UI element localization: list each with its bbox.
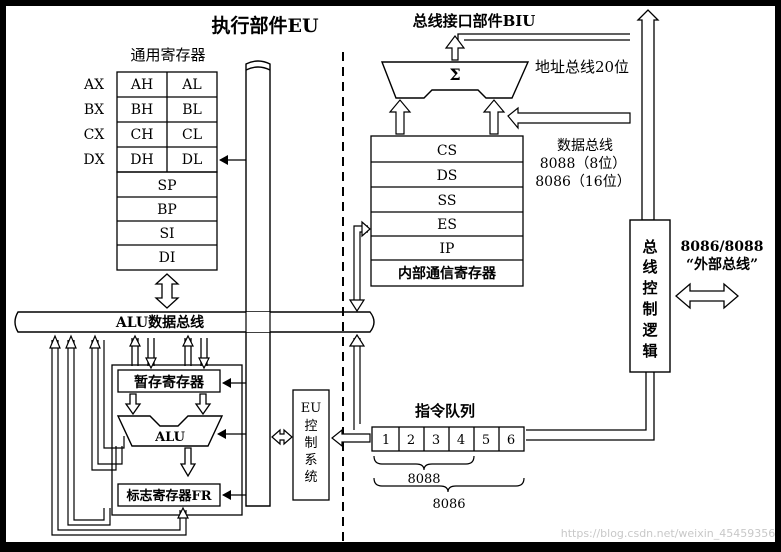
biu-title: 总线接口部件BIU bbox=[413, 12, 536, 30]
seg-ds: DS bbox=[437, 168, 458, 184]
bus-eu-control-arrow bbox=[271, 428, 293, 446]
alu-to-flags-arrow bbox=[179, 447, 197, 478]
general-register-table bbox=[116, 71, 218, 271]
queue-cell-3: 3 bbox=[432, 433, 440, 448]
bus-control-text-5: 辑 bbox=[642, 342, 657, 360]
bus-to-temp-arrowheads bbox=[129, 334, 210, 370]
feedback-arrowheads bbox=[49, 334, 189, 519]
reg-dh: DH bbox=[130, 152, 153, 168]
alu-label: ALU bbox=[154, 430, 186, 445]
address-adder bbox=[380, 61, 530, 99]
seg-ss: SS bbox=[438, 193, 457, 209]
temp-register-label: 暂存寄存器 bbox=[134, 374, 205, 391]
data-bus-label-0: 数据总线 bbox=[557, 138, 613, 154]
eu-control-text-2: 制 bbox=[304, 436, 317, 451]
queue-8088-label: 8088 bbox=[407, 472, 440, 487]
queue-cell-2: 2 bbox=[407, 433, 415, 448]
reg-cl: CL bbox=[182, 127, 202, 143]
flags-register-box bbox=[117, 483, 221, 507]
queue-8086-label: 8086 bbox=[432, 497, 465, 512]
bus-control-box bbox=[629, 219, 671, 373]
eu-title: 执行部件EU bbox=[211, 14, 318, 37]
segment-register-stack bbox=[370, 135, 524, 287]
adder-sigma: Σ bbox=[449, 65, 460, 84]
alu-data-bus bbox=[14, 311, 375, 333]
eu-internal-bus-vertical bbox=[245, 60, 271, 507]
watermark: https://blog.csdn.net/weixin_45459356 bbox=[561, 527, 776, 540]
bus-control-text-3: 制 bbox=[642, 300, 657, 318]
reg-si: SI bbox=[159, 226, 174, 242]
eu-control-text-1: 控 bbox=[304, 419, 317, 434]
gpr-title: 通用寄存器 bbox=[130, 46, 205, 64]
external-bus-label-1: “外部总线” bbox=[686, 256, 758, 273]
data-bus-label-2: 8086（16位） bbox=[535, 174, 630, 190]
bus-control-text-0: 总 bbox=[642, 238, 657, 256]
queue-cell-5: 5 bbox=[482, 433, 490, 448]
alu-data-bus-label: ALU数据总线 bbox=[115, 314, 204, 331]
bus-control-column bbox=[636, 9, 660, 221]
eu-control-box bbox=[292, 389, 330, 501]
eu-control-text-0: EU bbox=[301, 401, 321, 416]
reg-di: DI bbox=[159, 250, 176, 266]
queue-to-bus-arrowhead bbox=[348, 333, 366, 347]
eu-control-text-3: 系 bbox=[304, 453, 317, 468]
instruction-queue bbox=[371, 426, 525, 452]
reg-bp: BP bbox=[157, 202, 177, 218]
queue-cell-6: 6 bbox=[507, 433, 515, 448]
external-bus-arrow bbox=[675, 282, 739, 310]
reg-name-cx: CX bbox=[84, 127, 105, 143]
reg-name-dx: DX bbox=[83, 152, 104, 168]
seg-cs: CS bbox=[437, 143, 457, 159]
bus-control-text-1: 线 bbox=[642, 258, 657, 276]
register-bus-arrow bbox=[154, 273, 180, 309]
queue-cell-4: 4 bbox=[457, 433, 465, 448]
address-bus-line bbox=[457, 33, 630, 41]
data-bus-label-1: 8088（8位） bbox=[540, 156, 627, 172]
biu-to-alu-bus-arrowheads bbox=[348, 220, 371, 313]
alu-shape bbox=[116, 415, 224, 447]
reg-al: AL bbox=[181, 77, 201, 93]
temp-register-box bbox=[117, 369, 221, 393]
reg-bh: BH bbox=[131, 102, 154, 118]
queue-braces bbox=[373, 455, 525, 493]
address-bus-label: 地址总线20位 bbox=[535, 58, 629, 76]
feedback-paths bbox=[51, 340, 187, 536]
reg-dl: DL bbox=[182, 152, 203, 168]
reg-name-ax: AX bbox=[83, 77, 104, 93]
queue-title: 指令队列 bbox=[415, 402, 475, 420]
queue-to-eu-control-arrow bbox=[331, 428, 371, 448]
reg-name-bx: BX bbox=[84, 102, 104, 118]
adder-output-arrow bbox=[444, 35, 466, 61]
reg-ah: AH bbox=[130, 77, 153, 93]
reg-ch: CH bbox=[131, 127, 154, 143]
bus-to-queue-links bbox=[353, 338, 361, 430]
bus-control-text-2: 控 bbox=[642, 279, 657, 297]
bus-junction bbox=[246, 312, 270, 332]
flags-register-label: 标志寄存器FR bbox=[125, 488, 211, 504]
internal-regs-label: 内部通信寄存器 bbox=[398, 265, 497, 282]
queue-cell-1: 1 bbox=[382, 433, 390, 448]
reg-sp: SP bbox=[157, 178, 176, 194]
reg-bl: BL bbox=[182, 102, 202, 118]
seg-ip: IP bbox=[440, 241, 455, 257]
data-bus-arrow bbox=[507, 106, 631, 130]
temp-to-alu-arrows bbox=[124, 393, 212, 416]
bus-control-text-4: 逻 bbox=[642, 321, 658, 339]
seg-es: ES bbox=[437, 217, 457, 233]
eu-control-text-4: 统 bbox=[304, 470, 317, 485]
external-bus-label-0: 8086/8088 bbox=[680, 239, 763, 255]
bus-control-to-queue bbox=[526, 372, 655, 441]
alu-area-box bbox=[111, 364, 243, 516]
segment-to-adder-arrows bbox=[388, 99, 506, 135]
